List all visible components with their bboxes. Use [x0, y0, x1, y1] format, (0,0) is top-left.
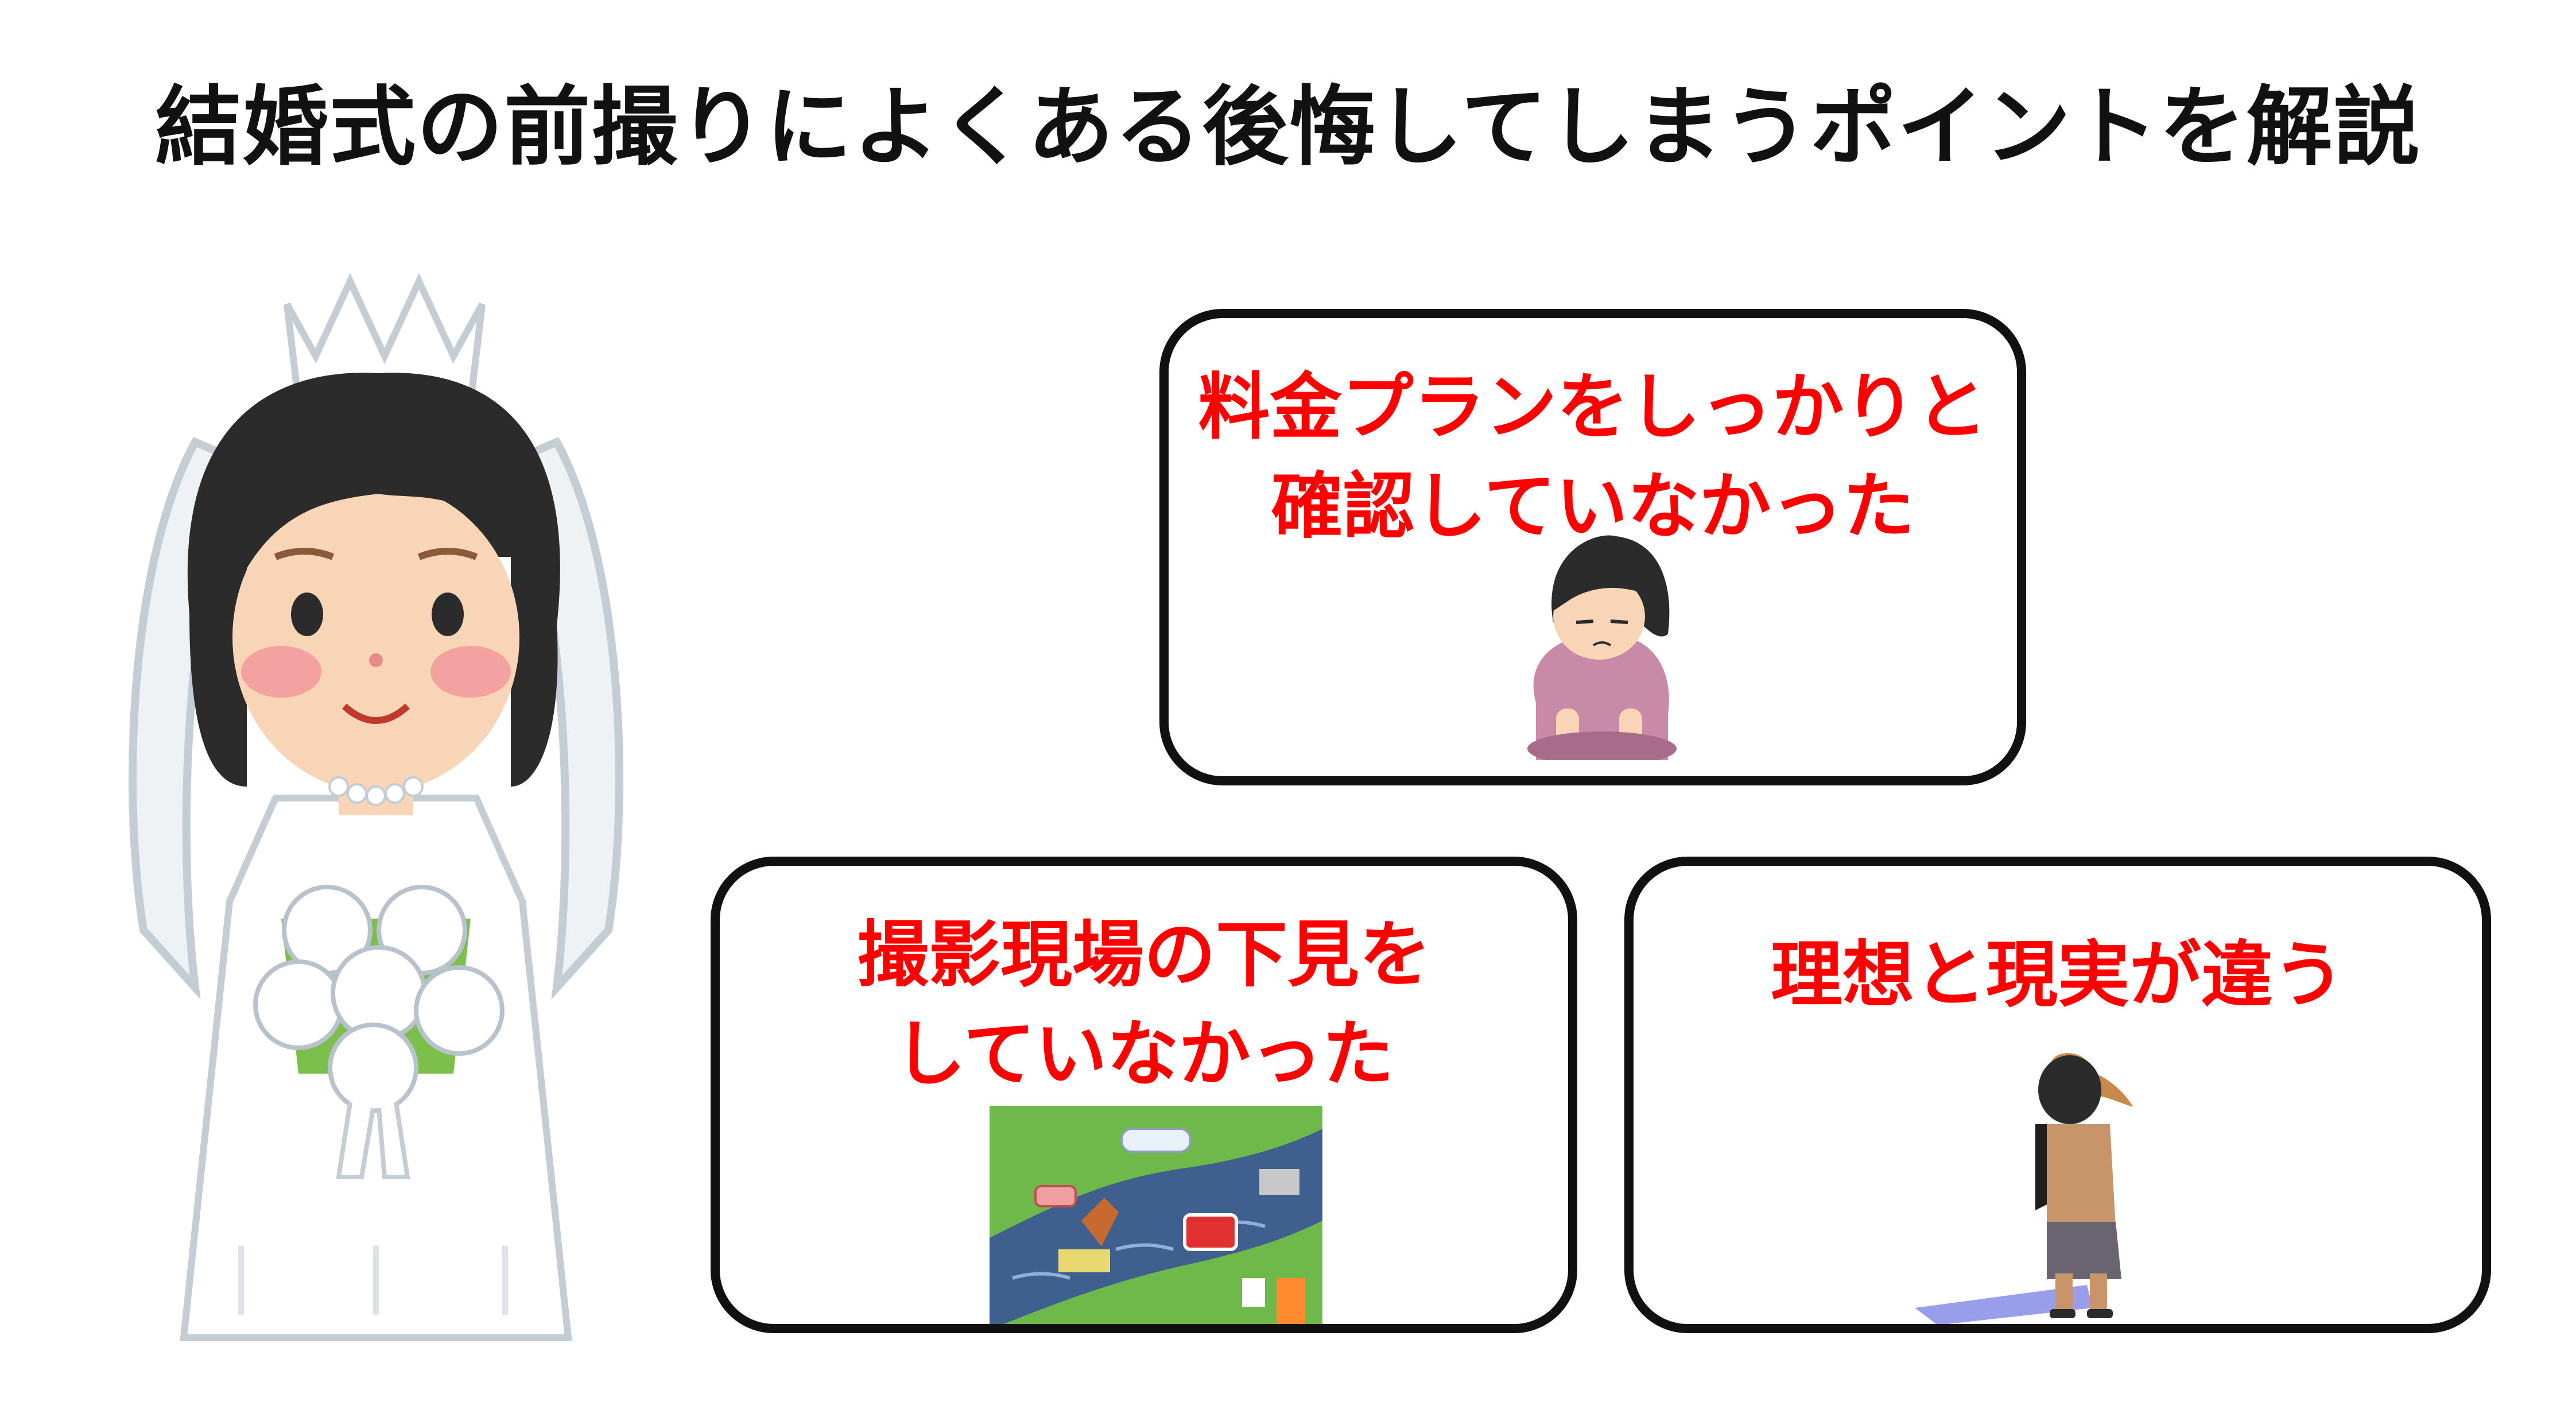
polluted-river-illustration [990, 1106, 1322, 1324]
regret-card-site-visit: 撮影現場の下見を していなかった [711, 857, 1577, 1333]
regret-card-pricing: 料金プランをしっかりと 確認していなかった [1159, 309, 2026, 785]
regret-card-expectation-text: 理想と現実が違う [1634, 926, 2482, 1025]
dejected-walking-woman-illustration [1903, 1038, 2225, 1324]
regret-card-pricing-text: 料金プランをしっかりと 確認していなかった [1169, 358, 2017, 556]
card-line: 撮影現場の下見を [857, 913, 1431, 997]
page-title: 結婚式の前撮りによくある後悔してしまうポイントを解説 [155, 78, 2421, 177]
regret-card-site-visit-text: 撮影現場の下見を していなかった [720, 906, 1568, 1104]
regret-card-expectation: 理想と現実が違う [1624, 857, 2491, 1333]
card-line: 確認していなかった [1271, 464, 1915, 548]
sad-kneeling-woman-illustration [1502, 519, 1702, 760]
card-line: 料金プランをしっかりと [1198, 366, 1988, 449]
card-line: していなかった [894, 1012, 1394, 1096]
bride-illustration [109, 270, 643, 1361]
card-line: 理想と現実が違う [1771, 934, 2345, 1017]
